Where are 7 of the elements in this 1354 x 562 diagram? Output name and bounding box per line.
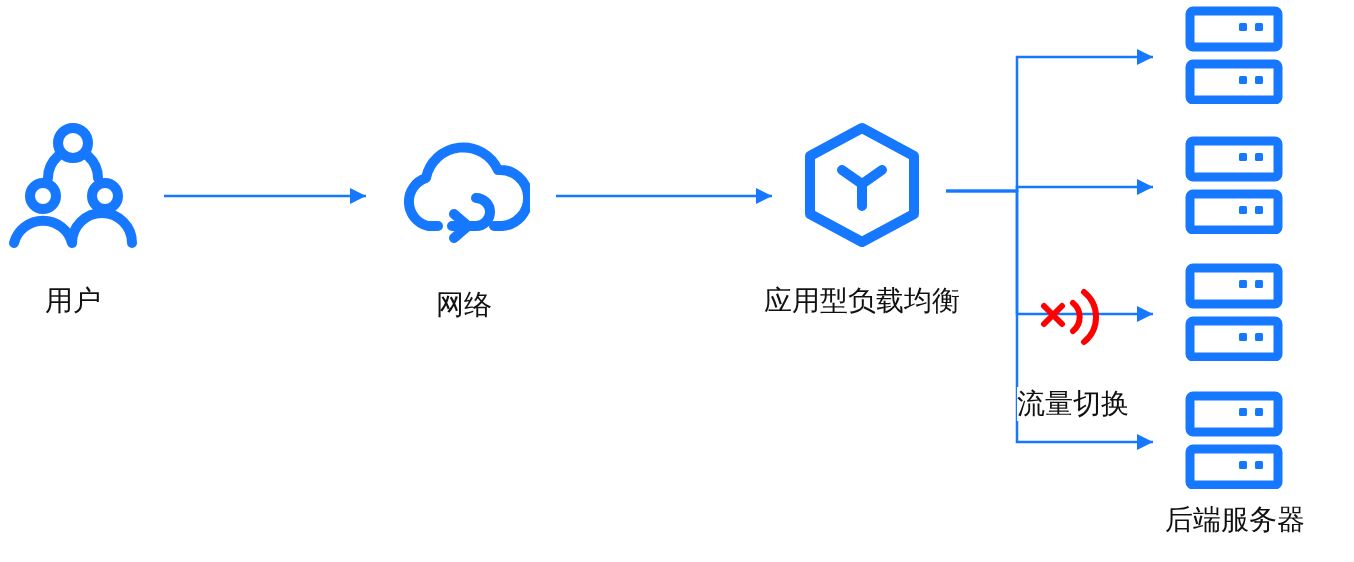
node-label: 应用型负载均衡 xyxy=(764,284,960,318)
arrow xyxy=(556,188,772,204)
text-label: 流量切换 xyxy=(1017,387,1129,421)
node-label: 用户 xyxy=(45,284,101,318)
arrow xyxy=(946,189,1153,450)
arrow xyxy=(164,188,366,204)
node-label: 网络 xyxy=(436,288,492,322)
